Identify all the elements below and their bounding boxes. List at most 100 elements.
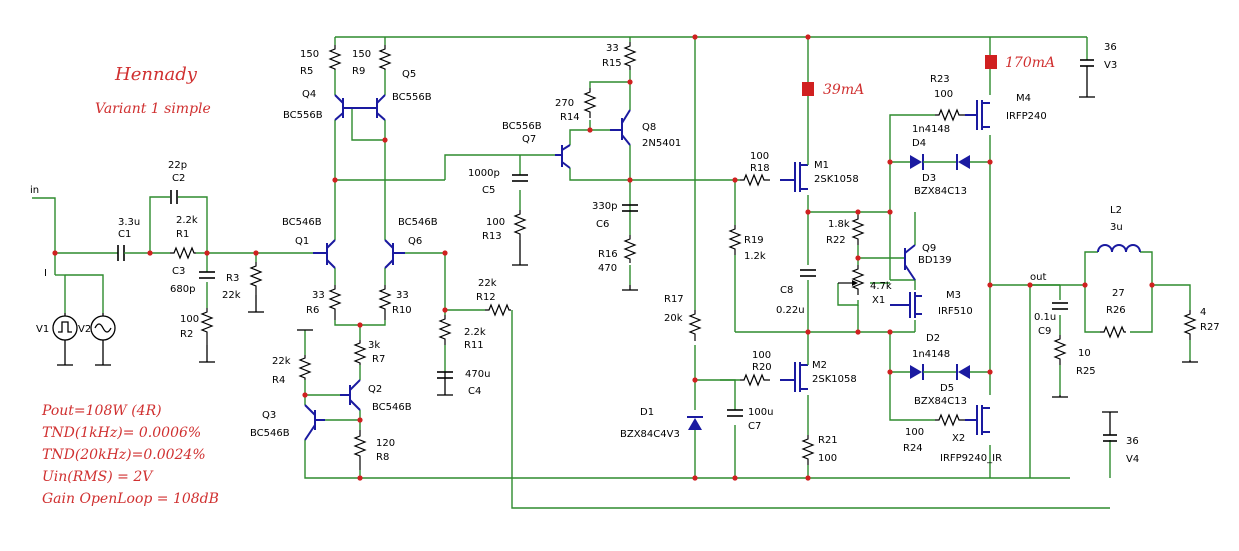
svg-text:D3: D3 [922, 173, 936, 184]
svg-text:33: 33 [396, 290, 409, 301]
svg-text:R7: R7 [372, 354, 385, 365]
svg-text:2.2k: 2.2k [176, 215, 198, 226]
capacitors [117, 174, 1068, 417]
svg-text:R2: R2 [180, 329, 193, 340]
spec-line: Pout=108W (4R) [41, 403, 162, 419]
svg-text:R18: R18 [750, 163, 770, 174]
resistors [170, 42, 1197, 470]
svg-text:22k: 22k [478, 278, 497, 289]
transistors [304, 94, 990, 441]
svg-text:R25: R25 [1076, 366, 1096, 377]
svg-text:Q4: Q4 [302, 89, 316, 100]
svg-text:330p: 330p [592, 201, 617, 212]
svg-text:V4: V4 [1126, 454, 1139, 465]
svg-text:0.1u: 0.1u [1034, 312, 1056, 323]
svg-text:BC546B: BC546B [372, 402, 412, 413]
svg-text:Q1: Q1 [295, 236, 309, 247]
svg-text:M4: M4 [1016, 93, 1031, 104]
svg-text:R17: R17 [664, 294, 684, 305]
current-m1: 39mA [823, 82, 864, 98]
svg-text:V3: V3 [1104, 60, 1117, 71]
svg-text:R22: R22 [826, 235, 846, 246]
net-label-i: I [44, 268, 47, 279]
svg-text:R21: R21 [818, 435, 838, 446]
svg-text:V2: V2 [78, 324, 91, 335]
svg-text:D1: D1 [640, 407, 654, 418]
svg-text:R8: R8 [376, 452, 389, 463]
svg-text:33: 33 [606, 43, 619, 54]
svg-text:3.3u: 3.3u [118, 217, 140, 228]
svg-text:R24: R24 [903, 443, 923, 454]
svg-text:Q3: Q3 [262, 410, 276, 421]
probe-m4-marker [985, 55, 997, 69]
svg-text:M2: M2 [812, 360, 827, 371]
svg-text:M1: M1 [814, 160, 829, 171]
svg-text:R15: R15 [602, 58, 622, 69]
svg-text:100: 100 [818, 453, 837, 464]
svg-text:22k: 22k [272, 356, 291, 367]
svg-text:R13: R13 [482, 231, 502, 242]
spec-line: TND(20kHz)=0.0024% [42, 447, 206, 463]
svg-text:R1: R1 [176, 229, 189, 240]
svg-text:100: 100 [905, 427, 924, 438]
spec-line: Gain OpenLoop = 108dB [42, 491, 219, 507]
current-m4: 170mA [1005, 55, 1055, 71]
svg-text:C5: C5 [482, 185, 495, 196]
net-label-in: in [30, 185, 39, 196]
svg-text:C6: C6 [596, 219, 609, 230]
svg-text:BC546B: BC546B [250, 428, 290, 439]
svg-text:4: 4 [1200, 307, 1206, 318]
svg-text:150: 150 [300, 49, 319, 60]
probe-m1-marker [802, 82, 814, 96]
svg-text:100: 100 [486, 217, 505, 228]
svg-text:X1: X1 [872, 295, 885, 306]
svg-text:36: 36 [1126, 436, 1139, 447]
schematic-title: Hennady [114, 64, 198, 85]
svg-text:470: 470 [598, 263, 617, 274]
svg-text:150: 150 [352, 49, 371, 60]
svg-text:M3: M3 [946, 290, 961, 301]
svg-text:R4: R4 [272, 375, 285, 386]
svg-text:2SK1058: 2SK1058 [812, 374, 857, 385]
svg-text:R6: R6 [306, 305, 319, 316]
svg-text:3k: 3k [368, 340, 380, 351]
svg-text:1n4148: 1n4148 [912, 349, 950, 360]
svg-text:1.2k: 1.2k [744, 251, 766, 262]
svg-text:BZX84C4V3: BZX84C4V3 [620, 429, 680, 440]
svg-text:R26: R26 [1106, 305, 1126, 316]
svg-text:2SK1058: 2SK1058 [814, 174, 859, 185]
svg-text:R10: R10 [392, 305, 412, 316]
spec-line: Uin(RMS) = 2V [42, 469, 154, 485]
svg-text:R19: R19 [744, 235, 764, 246]
svg-text:22p: 22p [168, 160, 187, 171]
svg-text:BC546B: BC546B [398, 217, 438, 228]
svg-text:33: 33 [312, 290, 325, 301]
svg-text:20k: 20k [664, 313, 683, 324]
svg-text:4.7k: 4.7k [870, 281, 892, 292]
schematic-subtitle: Variant 1 simple [95, 101, 211, 117]
svg-text:D5: D5 [940, 383, 954, 394]
svg-text:BC556B: BC556B [283, 110, 323, 121]
svg-text:R5: R5 [300, 66, 313, 77]
svg-text:22k: 22k [222, 290, 241, 301]
ground-symbols [57, 85, 1198, 418]
svg-text:100: 100 [180, 314, 199, 325]
svg-text:120: 120 [376, 438, 395, 449]
svg-text:1n4148: 1n4148 [912, 124, 950, 135]
svg-text:100u: 100u [748, 407, 773, 418]
svg-text:1.8k: 1.8k [828, 219, 850, 230]
svg-text:C7: C7 [748, 421, 761, 432]
svg-text:X2: X2 [952, 433, 965, 444]
svg-text:C2: C2 [172, 173, 185, 184]
svg-text:R27: R27 [1200, 322, 1220, 333]
svg-text:R14: R14 [560, 112, 580, 123]
svg-text:2N5401: 2N5401 [642, 138, 681, 149]
svg-text:BC556B: BC556B [392, 92, 432, 103]
svg-text:36: 36 [1104, 42, 1117, 53]
svg-text:0.22u: 0.22u [776, 305, 805, 316]
svg-text:Q2: Q2 [368, 384, 382, 395]
net-label-out: out [1030, 272, 1046, 283]
svg-text:C1: C1 [118, 229, 131, 240]
